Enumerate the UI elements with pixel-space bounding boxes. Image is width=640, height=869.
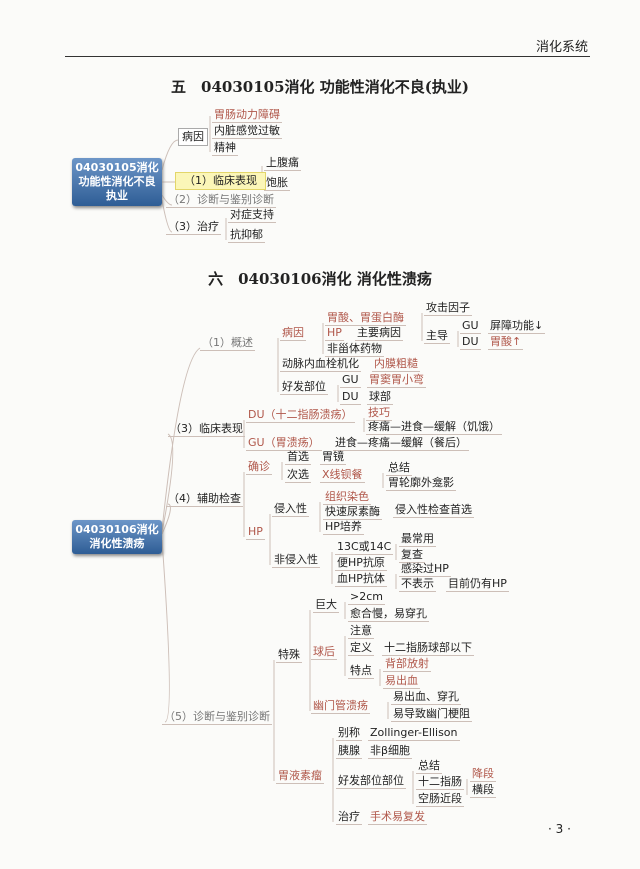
map1-node-c1: 胃肠动力障碍: [212, 108, 282, 123]
map2-node-recheck: 复查: [399, 548, 425, 563]
map2-node-gu1: GU: [460, 319, 481, 334]
map2-node-special: 特殊: [276, 648, 302, 663]
map2-node-obstruct: 易导致幽门梗阻: [391, 707, 472, 722]
map2-node-antrum: 胃窦胃小弯: [367, 373, 426, 388]
map2-node-blood: 血HP抗体: [335, 572, 387, 587]
map2-node-alias: 别称: [336, 726, 362, 741]
map2-node-feature: 特点: [348, 664, 374, 679]
map1-node-treat: （3）治疗: [166, 220, 221, 235]
map2-node-pancreas: 胰腺: [336, 744, 362, 759]
map2-node-giant: 巨大: [313, 598, 339, 613]
map1-node-cause: 病因: [178, 128, 208, 146]
map2-node-note: 注意: [348, 624, 374, 639]
map2-node-inv-first: 侵入性检查首选: [393, 503, 474, 518]
map1-node-s2: 饱胀: [264, 176, 290, 191]
map1-node-t2: 抗抑郁: [228, 228, 265, 243]
map1-node-c3: 精神: [212, 141, 238, 156]
map2-node-clinical: （3）临床表现: [168, 422, 245, 437]
map2-node-barium: X线钡餐: [320, 468, 365, 483]
map2-node-urease: 快速尿素酶: [323, 505, 382, 520]
map1-node-c2: 内脏感觉过敏: [212, 124, 282, 139]
page-number: · 3 ·: [548, 822, 571, 836]
map2-node-bulb: 球部: [367, 390, 393, 405]
map2-node-stain: 组织染色: [323, 490, 371, 505]
map2-node-du2: DU: [340, 390, 361, 405]
map2-node-nonbeta: 非β细胞: [368, 744, 413, 759]
map2-node-diag: （5）诊断与鉴别诊断: [162, 710, 272, 725]
map2-node-du-pattern: 疼痛—进食—缓解（饥饿）: [366, 420, 502, 435]
map2-node-descending: 降段: [470, 767, 496, 782]
map2-node-aux: （4）辅助检查: [166, 492, 243, 507]
map2-node-slow: 愈合慢，易穿孔: [348, 607, 429, 622]
map2-node-hp2: HP: [246, 525, 265, 540]
map2-node-horizontal: 横段: [470, 783, 496, 798]
map2-node-site2: 好发部位部位: [336, 774, 406, 789]
map2-node-noninvasive: 非侵入性: [272, 553, 320, 568]
map2-node-jejunum: 空肠近段: [416, 792, 464, 807]
map2-node-overview: （1）概述: [200, 336, 255, 351]
map2-root-node: 04030106消化 消化性溃疡: [72, 520, 162, 554]
map2-node-gu-full: GU（胃溃疡）: [246, 436, 322, 451]
map2-node-postbulb: 球后: [311, 645, 337, 660]
map2-node-tip: 技巧: [366, 406, 392, 421]
map2-node-define: 定义: [348, 641, 374, 656]
map2-node-duodenum: 十二指肠: [416, 775, 464, 790]
map2-node-barrier: 屏障功能↓: [488, 319, 546, 334]
map2-node-acid-up: 胃酸↑: [488, 335, 524, 350]
map2-node-endoscopy: 胃镜: [320, 450, 346, 465]
map2-node-summary1: 总结: [386, 461, 412, 476]
map1-node-diag: （2）诊断与鉴别诊断: [166, 193, 276, 208]
map2-node-gastrinoma: 胃液素瘤: [276, 769, 324, 784]
map2-node-acid: 胃酸、胃蛋白酶: [325, 311, 406, 326]
map2-node-nsaid: 非甾体药物: [325, 342, 384, 357]
map2-node-below-bulb: 十二指肠球部以下: [382, 641, 474, 656]
map2-node-cause: 病因: [280, 326, 306, 341]
map2-node-pyloric: 幽门管溃疡: [311, 699, 370, 714]
map2-node-first: 首选: [285, 450, 311, 465]
map2-node-ze: Zollinger-Ellison: [368, 726, 460, 741]
map2-node-treat: 治疗: [336, 810, 362, 825]
map2-node-not-mean: 不表示: [399, 577, 436, 592]
map2-node-gu2: GU: [340, 373, 361, 388]
map2-node-most-used: 最常用: [399, 532, 436, 547]
map1-root-node: 04030105消化 功能性消化不良 执业: [72, 158, 162, 206]
map2-node-second: 次选: [285, 468, 311, 483]
map2-node-dominant: 主导: [424, 329, 450, 344]
map1-node-clinical: （1）临床表现: [175, 172, 266, 190]
map2-node-niche: 胃轮廓外龛影: [386, 476, 456, 491]
map2-node-gu-pattern: 进食—疼痛—缓解（餐后）: [333, 436, 469, 451]
map2-title: 六 04030106消化 消化性溃疡: [208, 270, 432, 288]
map2-node-attack: 攻击因子: [424, 301, 472, 316]
map2-node-summary2: 总结: [416, 759, 442, 774]
map2-node-du1: DU: [460, 335, 481, 350]
map2-node-hp: HP: [325, 326, 344, 341]
header-divider: [65, 56, 590, 57]
map2-node-stool: 便HP抗原: [335, 556, 387, 571]
map1-node-t1: 对症支持: [228, 208, 276, 223]
map1-node-s1: 上腹痛: [264, 156, 301, 171]
map2-node-site: 好发部位: [280, 380, 328, 395]
map2-node-c13: 13C或14C: [335, 540, 394, 555]
map2-node-intima: 内膜粗糙: [372, 357, 420, 372]
map2-node-infected: 感染过HP: [399, 562, 451, 577]
map2-node-confirm: 确诊: [246, 460, 272, 475]
map2-node-bleed: 易出血: [383, 674, 420, 689]
map2-node-main-cause: 主要病因: [355, 326, 403, 341]
map2-node-surgery: 手术易复发: [368, 810, 427, 825]
map2-node-bleed-perf: 易出血、穿孔: [391, 690, 461, 705]
map2-node-back: 背部放射: [383, 657, 431, 672]
map2-node-gt2cm: >2cm: [348, 590, 385, 605]
map1-title: 五 04030105消化 功能性消化不良(执业): [171, 78, 469, 96]
map2-node-culture: HP培养: [323, 520, 364, 535]
map2-node-thrombus: 动脉内血栓机化: [280, 357, 361, 372]
map2-node-invasive: 侵入性: [272, 502, 309, 517]
map2-node-still-hp: 目前仍有HP: [446, 577, 509, 592]
map2-node-du-full: DU（十二指肠溃疡）: [246, 408, 355, 423]
section-header: 消化系统: [535, 40, 588, 55]
